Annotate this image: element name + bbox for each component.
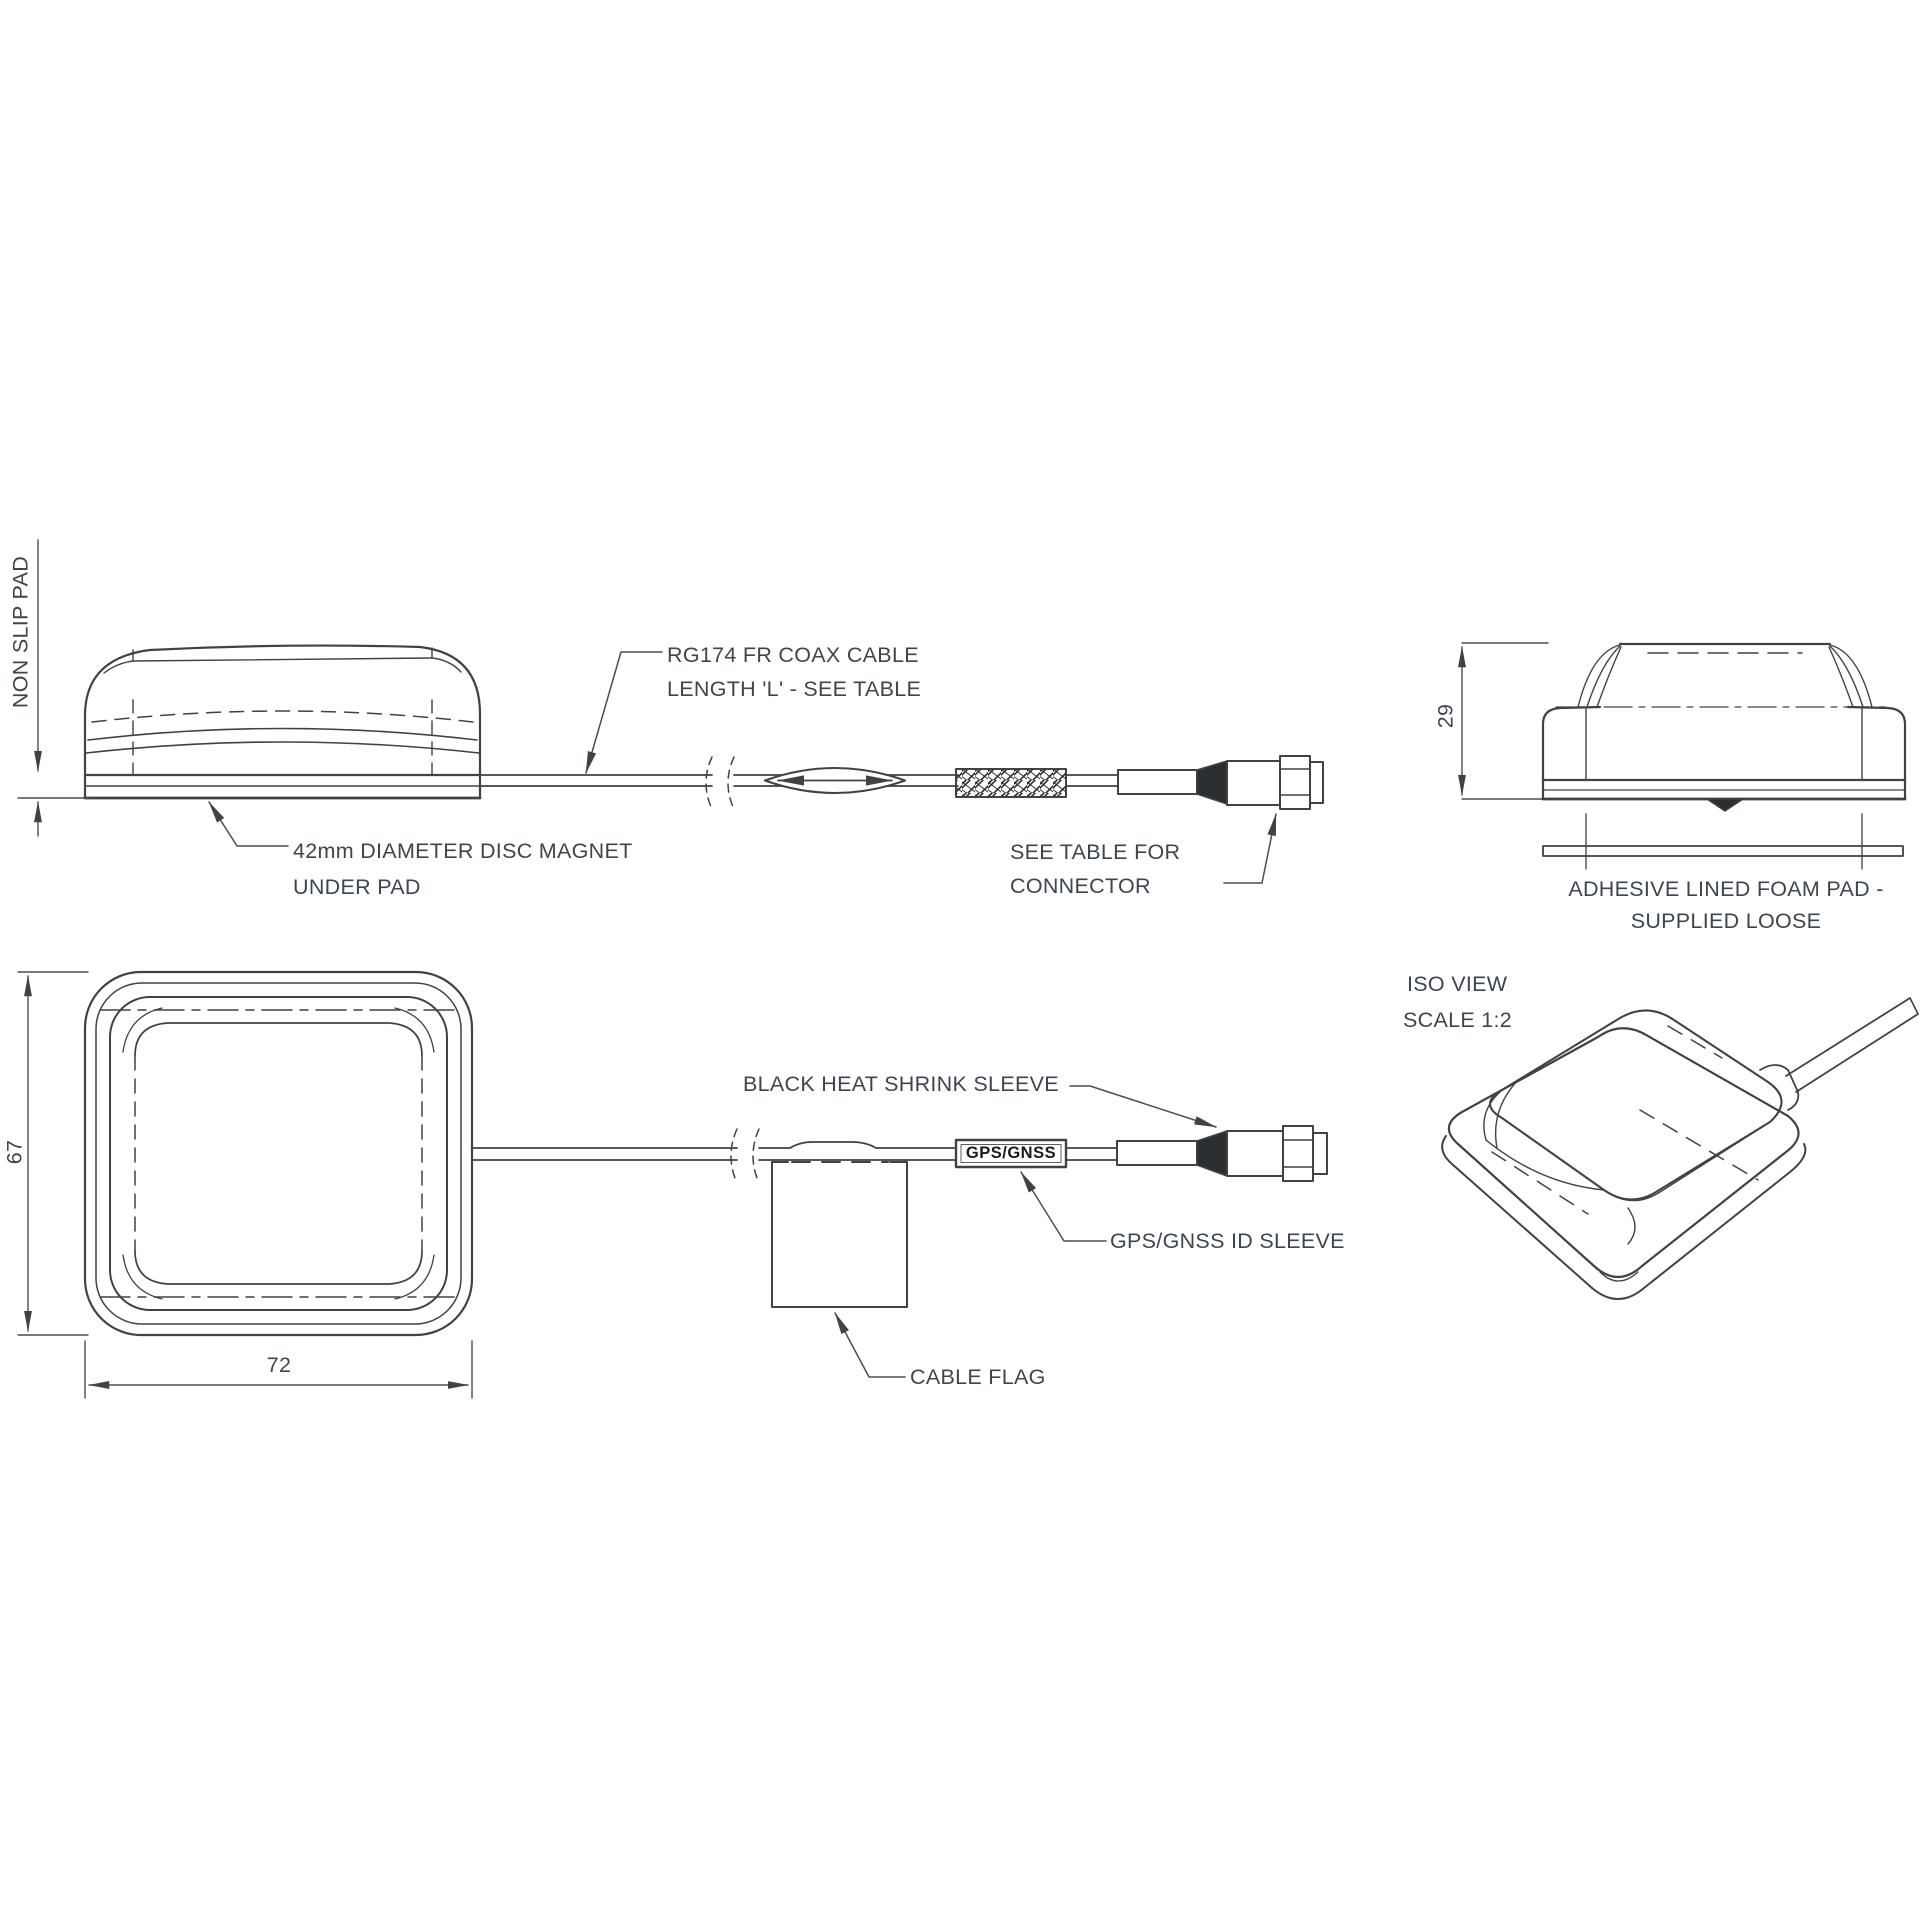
magnet-note-line2: UNDER PAD [293, 875, 421, 899]
height-dimension [1458, 642, 1549, 800]
height-dimension-29: 29 [1433, 703, 1458, 729]
cable-flag [771, 1161, 908, 1308]
top-view [17, 970, 474, 1399]
foam-pad [1542, 813, 1904, 870]
iso-view-scale: SCALE 1:2 [1403, 1008, 1513, 1032]
iso-view-title: ISO VIEW [1407, 972, 1508, 996]
width-67-dimension [17, 971, 89, 1336]
width-dimension-67: 67 [2, 1139, 27, 1165]
cable-assembly-leaders [834, 1085, 1217, 1378]
heat-shrink-note: BLACK HEAT SHRINK SLEEVE [743, 1072, 1059, 1096]
width-dimension-72: 72 [266, 1353, 292, 1377]
cable-nub [1706, 798, 1744, 812]
iso-view [1441, 997, 1919, 1300]
pad-thickness-dimension [17, 539, 89, 837]
end-view [1458, 642, 1907, 870]
magnet-note-line1: 42mm DIAMETER DISC MAGNET [293, 839, 633, 863]
connector-note-line2: CONNECTOR [1010, 874, 1151, 898]
lower-connector [1116, 1125, 1328, 1182]
foam-pad-note-line1: ADHESIVE LINED FOAM PAD - [1568, 877, 1884, 901]
coax-cable-note-line2: LENGTH 'L' - SEE TABLE [667, 677, 922, 701]
id-sleeve-note: GPS/GNSS ID SLEEVE [1110, 1229, 1345, 1253]
id-sleeve-marking: GPS/GNSS [965, 1144, 1057, 1162]
cable-flag-note: CABLE FLAG [910, 1365, 1046, 1389]
foam-pad-note-line2: SUPPLIED LOOSE [1630, 909, 1822, 933]
side-view [17, 539, 1324, 884]
connector-note-line1: SEE TABLE FOR [1010, 840, 1181, 864]
width-72-dimension [84, 1340, 473, 1399]
non-slip-pad-label: NON SLIP PAD [8, 555, 33, 709]
cable-assembly [471, 1085, 1328, 1378]
id-sleeve-side [955, 768, 1067, 798]
flag-edge-on [764, 767, 906, 794]
coax-cable-note-line1: RG174 FR COAX CABLE [667, 643, 919, 667]
side-view-leaders [208, 651, 1277, 884]
upper-connector [1117, 755, 1324, 810]
